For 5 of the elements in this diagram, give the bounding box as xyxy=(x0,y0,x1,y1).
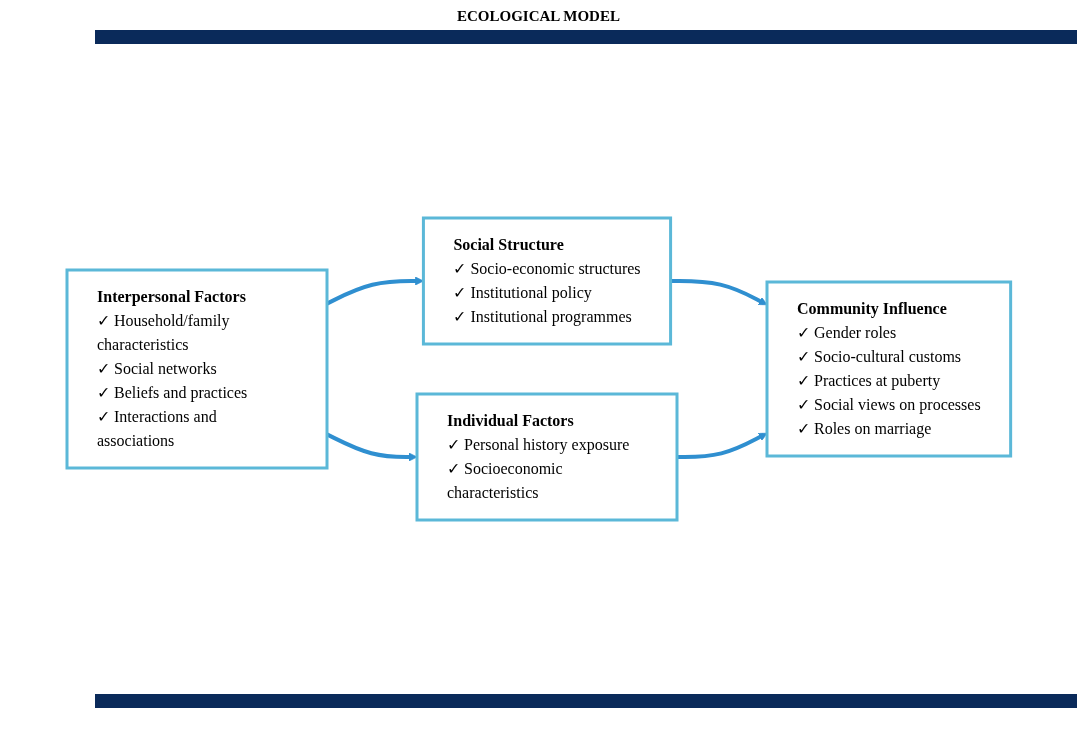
node-box: Social Structure ✓ Socio-economic structures ✓ Institutional policy ✓ Institutional programmes xyxy=(421,216,672,346)
node-box: Individual Factors ✓ Personal history exposure ✓ Socioeconomic characteristics xyxy=(415,392,679,522)
node-box: Interpersonal Factors ✓ Household/family characteristics ✓ Social networks ✓ Beliefs and practices ✓ Interactions and associations xyxy=(65,268,329,470)
node-box: Community Influence ✓ Gender roles ✓ Socio-cultural customs ✓ Practices at puberty ✓ Social views on processes ✓ Roles on marriage xyxy=(765,280,1012,458)
diagram-title: ECOLOGICAL MODEL xyxy=(456,7,621,26)
